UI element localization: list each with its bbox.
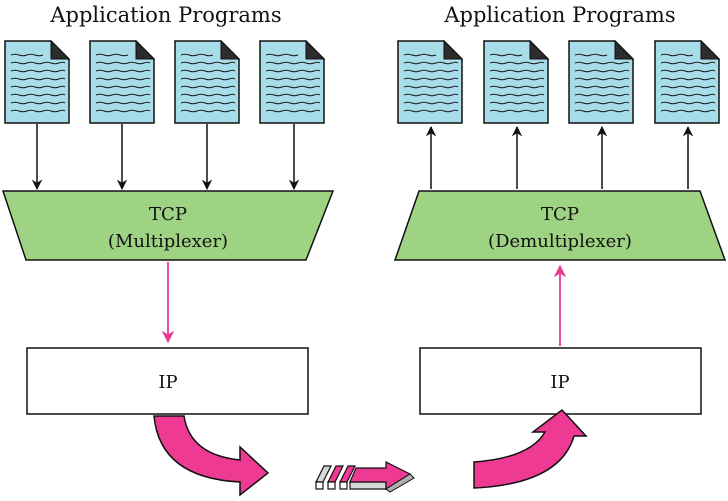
tcp-demultiplexer-box [393, 190, 727, 261]
right-ip-box [419, 347, 702, 415]
right-ip-label: IP [550, 372, 569, 393]
right-document-icon-4 [654, 40, 720, 124]
left-document-icon-4 [259, 40, 325, 124]
incoming-curved-arrow [473, 408, 588, 489]
left-tcp-role: (Multiplexer) [108, 231, 228, 252]
left-ip-box [26, 347, 309, 415]
left-document-icon-2 [89, 40, 155, 124]
left-ip-label: IP [158, 372, 177, 393]
right-title: Application Programs [443, 3, 675, 27]
right-document-icon-1 [397, 40, 463, 124]
packet-icon [315, 461, 415, 493]
tcp-multiplexer-box [1, 190, 335, 261]
right-document-icon-3 [568, 40, 634, 124]
right-tcp-role: (Demultiplexer) [488, 231, 632, 252]
left-document-icon-3 [174, 40, 240, 124]
right-tcp-label: TCP [541, 204, 579, 225]
left-document-icon-1 [4, 40, 70, 124]
left-title: Application Programs [49, 3, 281, 27]
right-document-icon-2 [483, 40, 549, 124]
outgoing-curved-arrow [153, 415, 270, 497]
left-tcp-label: TCP [149, 204, 187, 225]
